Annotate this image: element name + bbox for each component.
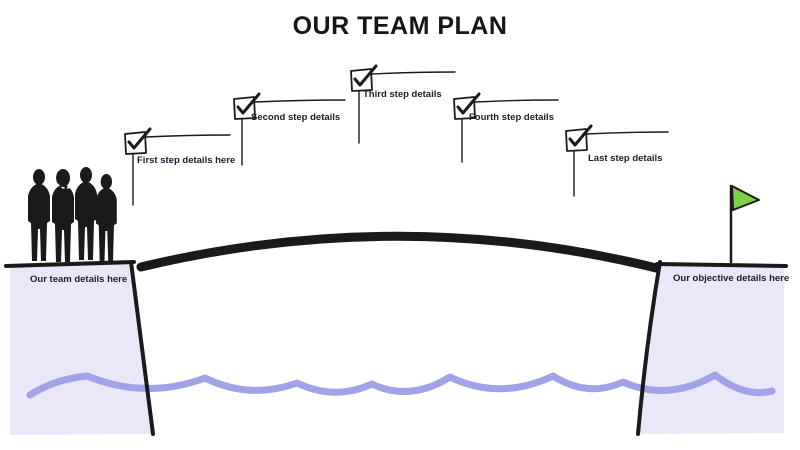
step-5-label: Last step details bbox=[588, 153, 663, 164]
water-wave bbox=[26, 371, 776, 399]
step-2-connector bbox=[233, 92, 346, 166]
step-2-label: Second step details bbox=[251, 112, 341, 123]
page-title: OUR TEAM PLAN bbox=[292, 12, 508, 40]
team-silhouettes-icon bbox=[28, 166, 117, 263]
checkbox-icon bbox=[350, 64, 378, 92]
step-1-label: First step details here bbox=[137, 155, 236, 166]
checkbox-icon bbox=[124, 127, 152, 155]
bridge-arc bbox=[136, 231, 661, 273]
step-1-connector bbox=[124, 127, 231, 206]
goal-flag-icon bbox=[729, 184, 760, 264]
checkbox-icon bbox=[453, 92, 481, 120]
step-4-label: Fourth step details bbox=[469, 112, 554, 123]
step-4-connector bbox=[453, 92, 559, 163]
objective-details-label: Our objective details here bbox=[673, 273, 790, 284]
step-5-connector bbox=[565, 124, 669, 197]
right-cliff bbox=[638, 263, 784, 434]
cliff-edges bbox=[4, 260, 788, 436]
step-3-connector bbox=[350, 64, 456, 144]
step-3-label: Third step details bbox=[363, 89, 442, 100]
curly-hair-person bbox=[52, 166, 74, 262]
checkbox-icon bbox=[565, 124, 593, 152]
team-details-label: Our team details here bbox=[30, 274, 128, 285]
checkbox-icon bbox=[233, 92, 261, 120]
left-cliff bbox=[10, 262, 154, 435]
